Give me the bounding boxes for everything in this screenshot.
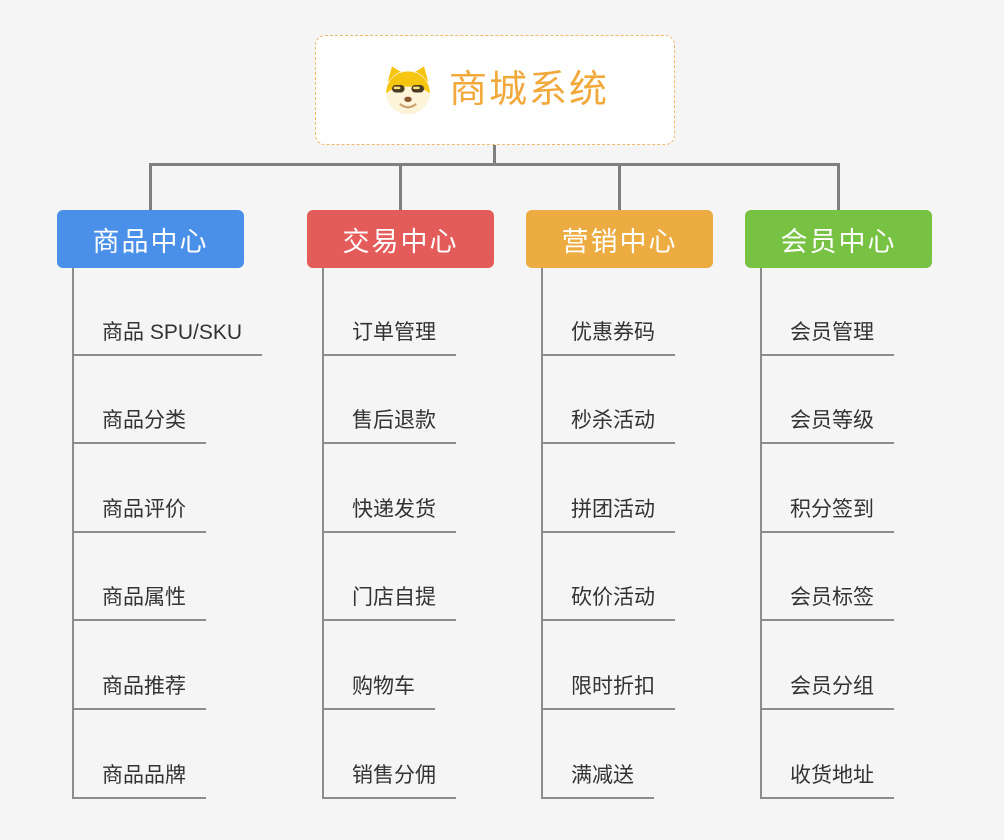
leaf-node[interactable]: 会员管理 [760,321,894,356]
leaf-node[interactable]: 收货地址 [760,764,894,799]
leaf-node[interactable]: 商品 SPU/SKU [72,321,263,356]
branch-node-marketing-center[interactable]: 营销中心 [526,210,713,268]
leaf-node[interactable]: 商品品牌 [72,764,206,799]
branch-spine-product [72,268,74,799]
leaf-node[interactable]: 会员等级 [760,409,894,444]
connector-drop-members [837,163,840,210]
root-title: 商城系统 [448,69,609,111]
branch-spine-trade [322,268,324,799]
leaf-node[interactable]: 拼团活动 [541,498,675,533]
leaf-node[interactable]: 订单管理 [322,321,456,356]
leaf-node[interactable]: 商品分类 [72,409,206,444]
leaf-node[interactable]: 商品属性 [72,586,206,621]
branch-spine-member [760,268,762,799]
branch-label: 会员中心 [780,226,897,257]
leaf-node[interactable]: 门店自提 [322,586,456,621]
branch-node-trade-center[interactable]: 交易中心 [307,210,494,268]
branch-spine-marketing [541,268,543,799]
leaf-node[interactable]: 商品评价 [72,498,206,533]
branch-label: 商品中心 [92,226,209,257]
leaf-node[interactable]: 购物车 [322,675,435,710]
connector-drop-marketing [618,163,621,210]
branch-label: 交易中心 [342,226,459,257]
leaf-node[interactable]: 秒杀活动 [541,409,675,444]
leaf-node[interactable]: 快递发货 [322,498,456,533]
branch-node-product-center[interactable]: 商品中心 [57,210,244,268]
connector-drop-trade [399,163,402,210]
connector-bus [149,163,840,166]
connector-drop-products [149,163,152,210]
leaf-node[interactable]: 销售分佣 [322,764,456,799]
leaf-node[interactable]: 优惠券码 [541,321,675,356]
leaf-node[interactable]: 限时折扣 [541,675,675,710]
connector-root-stem [493,145,496,164]
leaf-node[interactable]: 满减送 [541,764,654,799]
leaf-node[interactable]: 积分签到 [760,498,894,533]
branch-label: 营销中心 [561,226,678,257]
branch-node-member-center[interactable]: 会员中心 [745,210,932,268]
leaf-node[interactable]: 会员分组 [760,675,894,710]
doge-face-icon [386,66,430,115]
leaf-node[interactable]: 会员标签 [760,586,894,621]
leaf-node[interactable]: 售后退款 [322,409,456,444]
leaf-node[interactable]: 商品推荐 [72,675,206,710]
leaf-node[interactable]: 砍价活动 [541,586,675,621]
root-node-mall-system[interactable]: 商城系统 [315,35,675,145]
